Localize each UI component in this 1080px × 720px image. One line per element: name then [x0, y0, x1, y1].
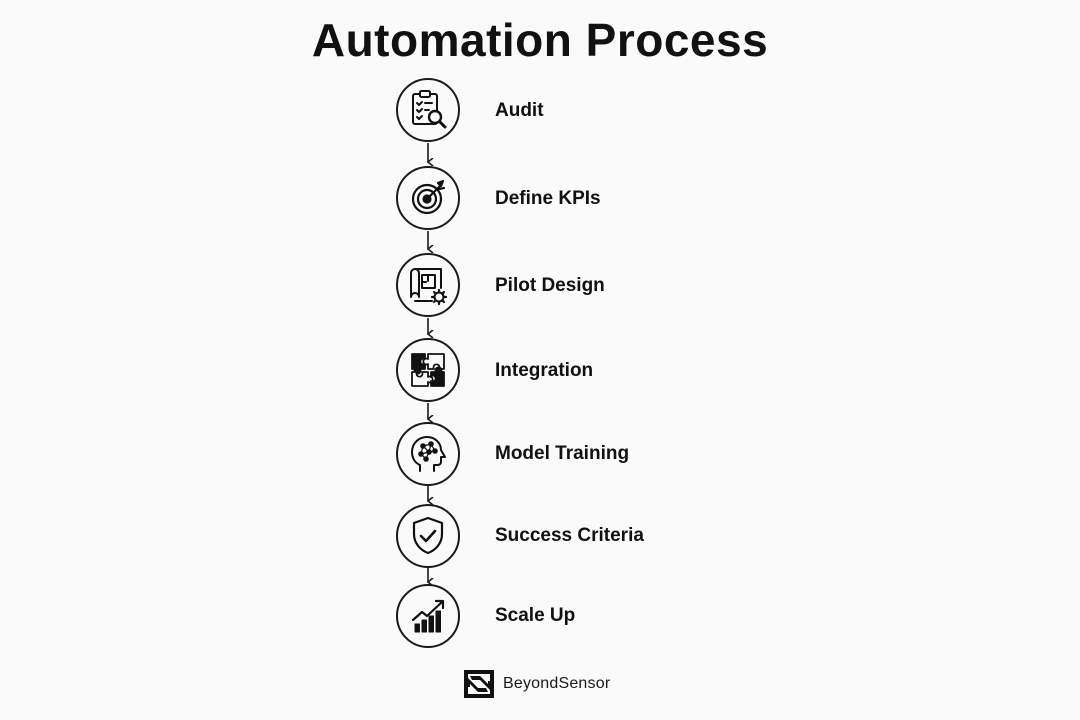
brain-head-icon — [411, 436, 446, 472]
step-label-success-criteria: Success Criteria — [495, 525, 644, 546]
step-label-pilot-design: Pilot Design — [495, 275, 605, 296]
brand-name: BeyondSensor — [503, 675, 611, 692]
clipboard-search-icon — [412, 90, 447, 129]
diagram-title: Automation Process — [311, 14, 769, 66]
step-node-pilot-design — [396, 253, 460, 317]
step-label-integration: Integration — [495, 360, 594, 381]
step-node-model-training — [396, 422, 460, 486]
step-label-model-training: Model Training — [495, 443, 630, 464]
shield-check-icon — [412, 516, 444, 555]
blueprint-gear-icon — [410, 268, 448, 306]
step-label-define-kpis: Define KPIs — [495, 188, 601, 209]
brand-footer: BeyondSensor — [463, 669, 610, 699]
step-label-audit: Audit — [495, 100, 544, 121]
puzzle-icon — [411, 353, 445, 387]
beyondsensor-logo-icon — [464, 670, 494, 698]
step-label-scale-up: Scale Up — [495, 605, 576, 626]
step-node-audit — [396, 78, 460, 142]
step-node-integration — [396, 338, 460, 402]
step-node-define-kpis — [396, 166, 460, 230]
step-node-success-criteria — [396, 504, 460, 568]
step-node-scale-up — [396, 584, 460, 648]
target-icon — [411, 179, 446, 215]
growth-chart-icon — [411, 599, 445, 633]
